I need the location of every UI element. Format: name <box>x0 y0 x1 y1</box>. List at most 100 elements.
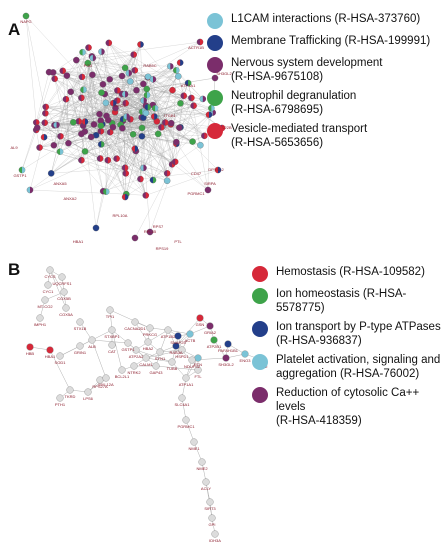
network-node <box>186 330 194 338</box>
node-label: GSTP1 <box>121 347 135 352</box>
network-node-segment <box>183 92 187 99</box>
network-node-segment <box>128 70 132 77</box>
legend-color-swatch <box>207 123 223 139</box>
network-node <box>124 339 132 347</box>
network-node <box>66 386 74 394</box>
node-label: ANXA5 <box>53 181 67 186</box>
node-label: ATP2A2 <box>129 354 144 359</box>
network-node <box>129 131 137 138</box>
network-node <box>88 336 96 344</box>
node-label: ENO3 <box>240 358 252 363</box>
network-node-segment <box>36 119 40 126</box>
node-label: HBB <box>26 351 35 356</box>
node-label: NAPG <box>20 19 31 24</box>
network-node <box>142 109 150 117</box>
node-label: TKRD <box>65 394 76 399</box>
network-node-segment <box>152 76 157 83</box>
network-node-segment <box>125 170 129 177</box>
network-node-segment <box>39 144 43 151</box>
network-node <box>130 362 138 370</box>
node-label: ACLY <box>201 486 211 491</box>
node-label: PGD <box>84 63 93 68</box>
node-label: HSPD1 <box>175 354 189 359</box>
legend-color-swatch <box>207 57 223 73</box>
network-node <box>143 85 151 93</box>
network-node <box>34 124 41 131</box>
node-label: GRIA2 <box>204 330 217 335</box>
network-node-segment <box>45 103 49 111</box>
network-node <box>87 133 95 141</box>
network-node-segment <box>106 188 110 195</box>
network-node <box>105 116 112 124</box>
network-node <box>26 343 34 351</box>
network-node <box>60 288 68 296</box>
network-node-segment <box>167 170 171 177</box>
network-node <box>132 346 140 354</box>
network-node-segment <box>117 97 121 104</box>
legend-label: L1CAM interactions (R-HSA-373760) <box>231 13 421 25</box>
network-node-segment <box>125 193 129 201</box>
network-node <box>167 119 175 127</box>
network-node <box>58 273 66 281</box>
network-node <box>76 318 84 326</box>
network-node-segment <box>134 145 138 152</box>
network-node <box>208 514 216 522</box>
network-node <box>241 350 249 358</box>
network-node <box>164 326 172 334</box>
network-node <box>182 374 190 382</box>
network-node <box>178 394 186 402</box>
network-node <box>96 110 103 118</box>
node-label: GAP43 <box>150 370 164 375</box>
network-node <box>67 88 74 96</box>
network-node <box>168 358 176 366</box>
network-node <box>174 332 182 340</box>
network-node <box>73 56 80 64</box>
network-node-segment <box>22 166 26 174</box>
network-node <box>119 125 126 132</box>
network-node <box>49 69 57 76</box>
network-node <box>194 366 202 374</box>
network-node-segment <box>200 38 204 46</box>
network-node <box>190 438 198 446</box>
node-label: TUBB <box>167 366 178 371</box>
node-label: CYC1 <box>43 289 54 294</box>
network-node-segment <box>146 91 151 99</box>
node-label: GSN <box>196 322 205 327</box>
node-label: SYN1 <box>155 356 166 361</box>
network-node-segment <box>78 118 82 125</box>
network-node-segment <box>44 134 48 141</box>
legend-color-swatch <box>252 288 268 304</box>
network-node <box>178 346 186 354</box>
legend-a: L1CAM interactions (R-HSA-373760)Membran… <box>207 12 443 155</box>
network-node <box>70 119 77 126</box>
network-node-segment <box>101 48 105 55</box>
network-node-segment <box>191 94 195 102</box>
network-node <box>146 228 154 236</box>
node-label: PTN <box>194 362 202 367</box>
network-node <box>210 336 218 344</box>
network-node-segment <box>100 155 104 162</box>
legend-item: Nervous system development (R-HSA-967510… <box>207 56 443 84</box>
network-node <box>173 138 180 146</box>
node-label: CALM1 <box>139 362 153 367</box>
network-node <box>182 416 190 424</box>
node-label: STXBP1 <box>104 334 120 339</box>
network-node <box>65 139 72 147</box>
network-node-segment <box>208 111 213 118</box>
network-node <box>118 72 126 80</box>
network-node <box>163 177 171 185</box>
legend-color-swatch <box>252 266 268 282</box>
network-node <box>46 346 54 354</box>
legend-item: Ion transport by P-type ATPases (R-HSA-9… <box>252 320 442 348</box>
network-node <box>56 394 64 402</box>
node-label: MT-CO2 <box>37 304 53 309</box>
node-label: COX5B <box>57 296 71 301</box>
network-node <box>175 73 182 80</box>
panel-b-label: B <box>8 260 21 279</box>
node-label: RPL35 <box>144 229 157 234</box>
node-label: HBA2 <box>143 346 154 351</box>
network-node <box>198 458 206 466</box>
network-node <box>62 304 70 312</box>
network-node <box>138 133 146 140</box>
